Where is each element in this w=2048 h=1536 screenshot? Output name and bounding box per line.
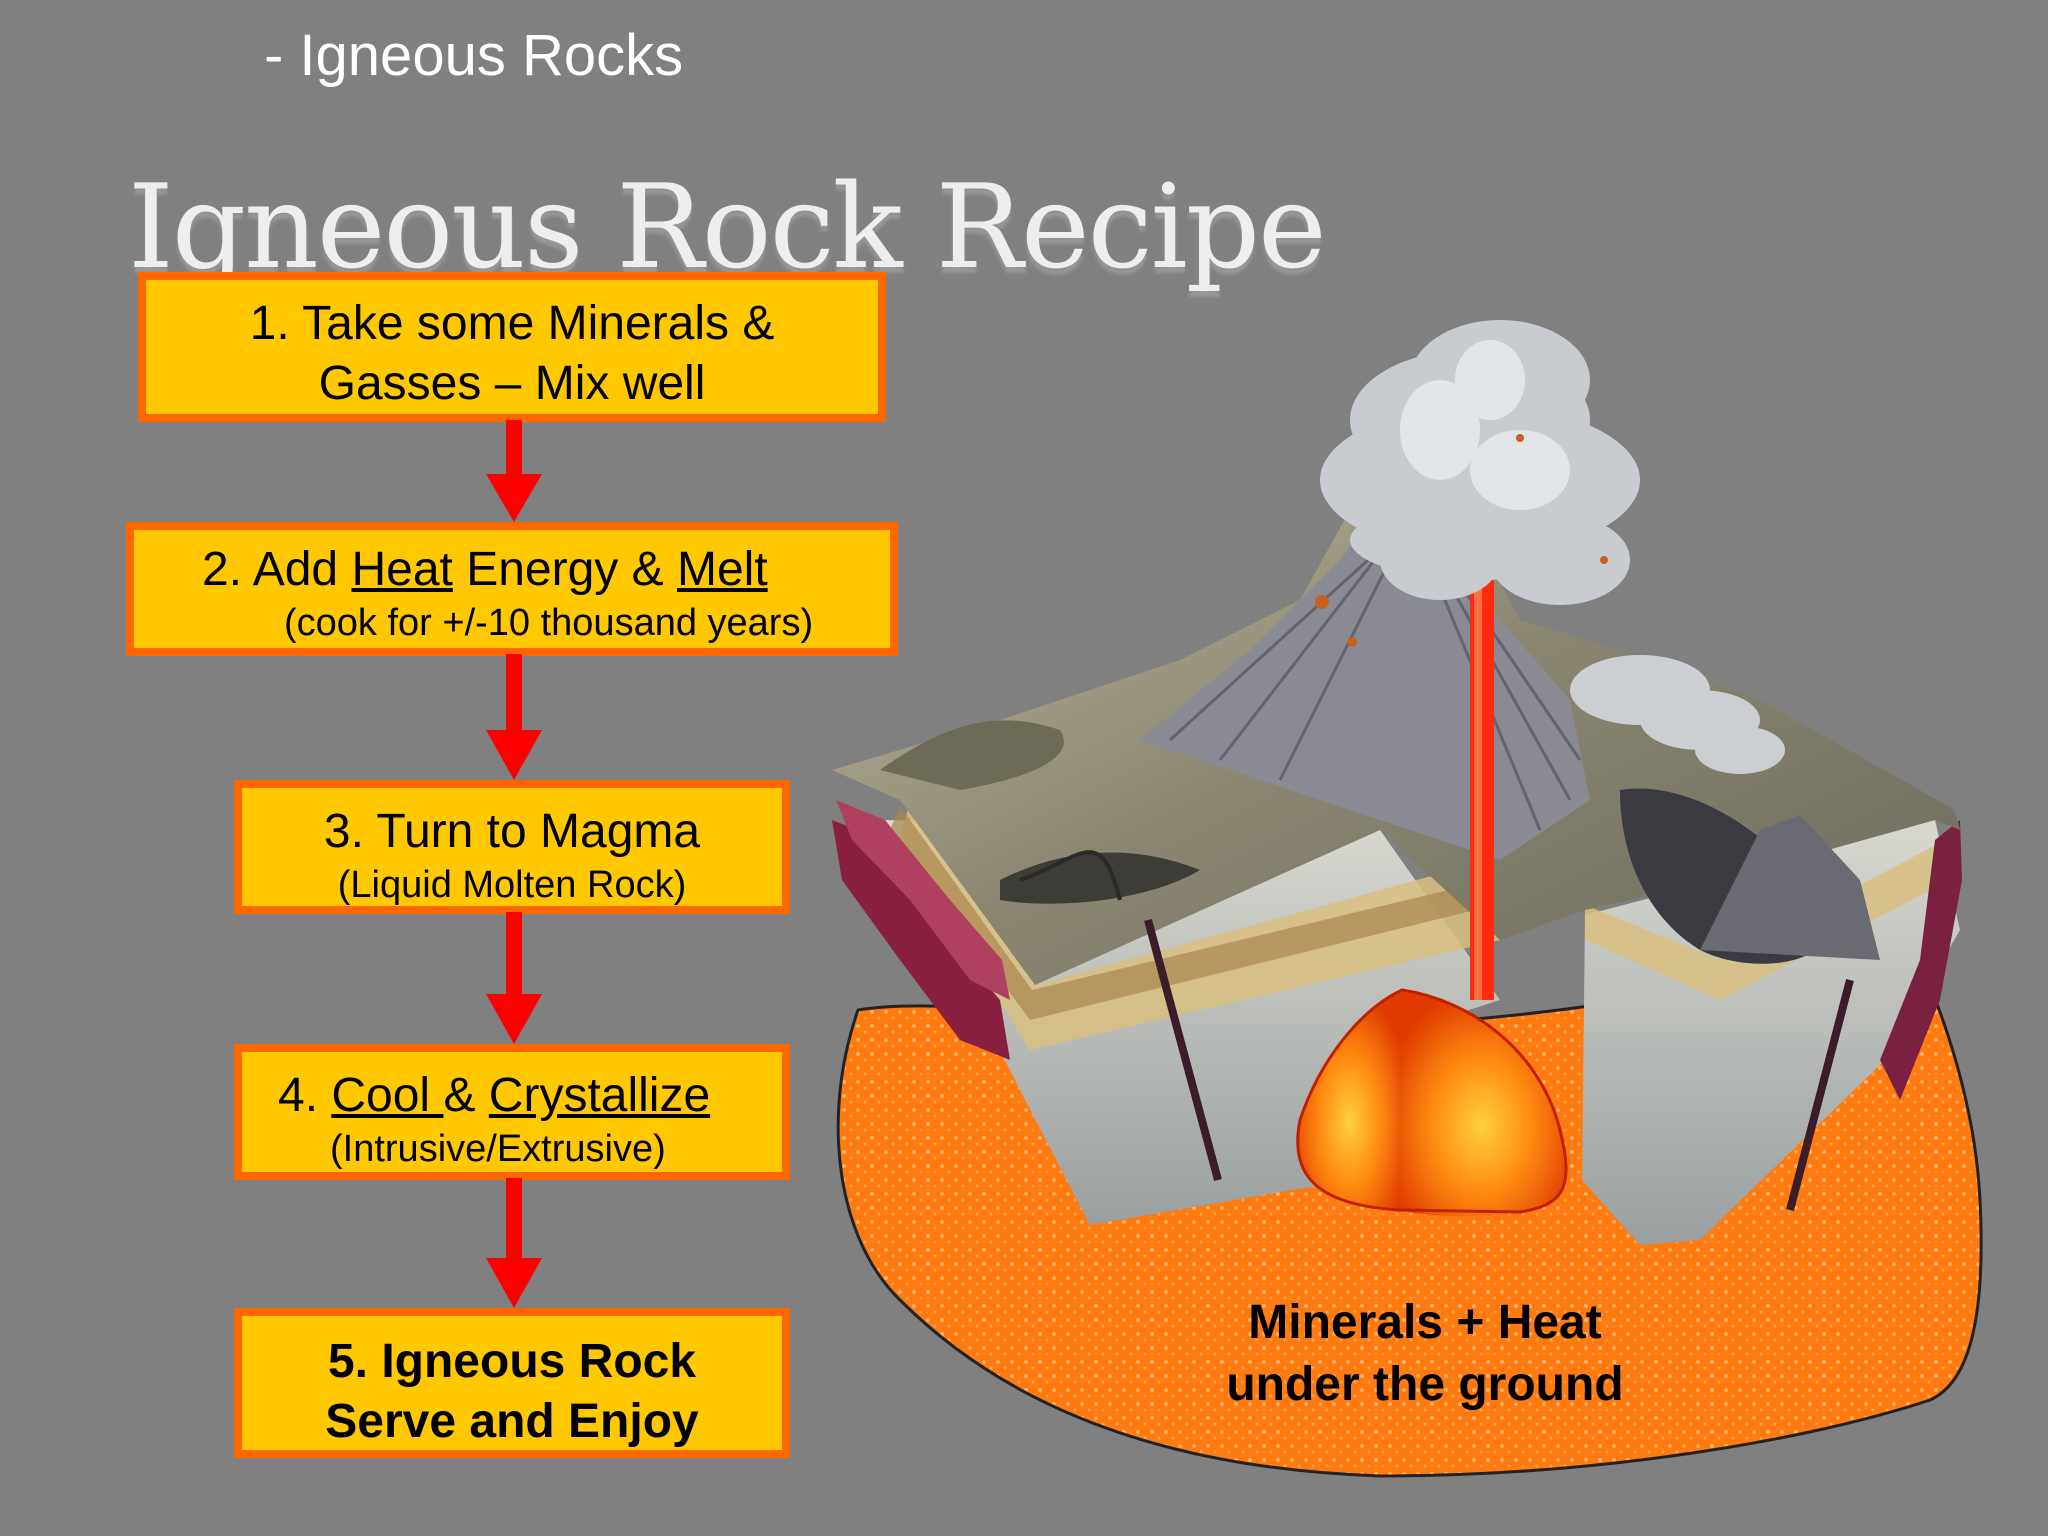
step-2-subtext: (cook for +/-10 thousand years) [284, 602, 814, 644]
step-4-box: 4. Cool & Crystallize (Intrusive/Extrusi… [234, 1044, 790, 1180]
arrow-3-to-4 [486, 912, 542, 1044]
step-4-crystallize: Crystallize [488, 1069, 711, 1122]
step-2-box: 2. Add Heat Energy & Melt (cook for +/-1… [126, 522, 898, 656]
arrow-4-to-5 [486, 1178, 542, 1308]
arrow-1-to-2 [486, 420, 542, 522]
step-5-box: 5. Igneous Rock Serve and Enjoy [234, 1308, 790, 1458]
step-1-line-2: Gasses – Mix well [318, 357, 706, 410]
step-4-subtext: (Intrusive/Extrusive) [330, 1128, 666, 1170]
step-5-line-1: 5. Igneous Rock [327, 1335, 697, 1388]
step-4-prefix: 4. [278, 1069, 332, 1122]
step-2-line-1: 2. Add Heat Energy & Melt [134, 540, 890, 600]
step-1-line-1: 1. Take some Minerals & [249, 297, 775, 350]
step-2-heat: Heat [351, 543, 453, 596]
step-3-subtext: (Liquid Molten Rock) [337, 864, 687, 906]
step-4-cool: Cool [331, 1069, 444, 1122]
step-5-line-2: Serve and Enjoy [325, 1395, 699, 1448]
step-3-main: 3. Turn to Magma [323, 805, 701, 858]
step-2-middle: Energy & [452, 543, 677, 596]
step-3-box: 3. Turn to Magma (Liquid Molten Rock) [234, 780, 790, 914]
arrow-2-to-3 [486, 654, 542, 780]
step-4-middle: & [443, 1069, 489, 1122]
ground-caption: Minerals + Heat under the ground [1226, 1296, 1624, 1411]
step-1-box: 1. Take some Minerals & Gasses – Mix wel… [138, 272, 886, 422]
magma-chamber [1397, 990, 1567, 1217]
slide-subtitle: - Igneous Rocks [264, 23, 684, 88]
step-2-prefix: 2. Add [202, 543, 352, 596]
step-2-melt: Melt [676, 543, 768, 596]
step-4-line-1: 4. Cool & Crystallize [242, 1066, 782, 1126]
